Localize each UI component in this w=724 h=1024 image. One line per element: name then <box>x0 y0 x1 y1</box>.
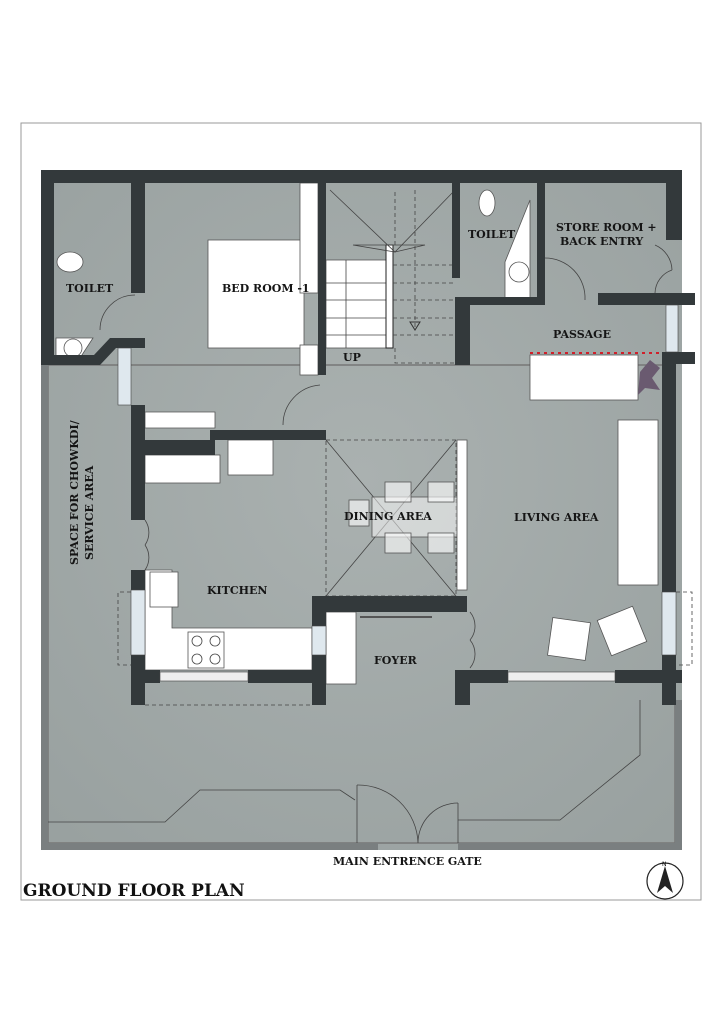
sink-icon <box>149 571 179 608</box>
stair-steps <box>325 259 389 349</box>
garden-edge-right <box>458 700 641 821</box>
stair-handrail <box>385 244 394 349</box>
dining-table <box>371 496 463 538</box>
label-passage: PASSAGE <box>553 328 611 341</box>
stair-upper-dashed <box>393 190 455 364</box>
label-toilet-left: TOILET <box>66 282 114 295</box>
label-bedroom: BED ROOM -1 <box>222 282 310 295</box>
label-foyer: FOYER <box>374 654 418 667</box>
projection-dashed <box>117 591 693 706</box>
bed <box>207 239 305 349</box>
wardrobe <box>299 182 319 294</box>
label-service-line2: SERVICE AREA <box>83 465 96 560</box>
label-store-line2: BACK ENTRY <box>560 235 643 248</box>
stair-arrow-icon <box>409 321 421 331</box>
armchairs <box>547 605 648 661</box>
wc-left-icon <box>56 251 84 273</box>
page-title: GROUND FLOOR PLAN <box>23 881 245 901</box>
windows <box>117 304 679 682</box>
stove-icon <box>187 631 225 669</box>
garden-edge-left <box>48 789 356 823</box>
stair-landing <box>352 244 426 253</box>
label-main-gate: MAIN ENTRENCE GATE <box>333 855 482 868</box>
north-label: N <box>662 861 667 868</box>
label-toilet-right: TOILET <box>468 228 516 241</box>
doors[interactable] <box>99 244 673 844</box>
basin-right-icon <box>508 261 530 283</box>
living-sofa <box>617 419 659 586</box>
label-service-line1: SPACE FOR CHOWKDI/ <box>68 419 81 565</box>
walls <box>41 170 695 705</box>
dining-sliding-panel <box>456 439 468 591</box>
label-store-line1: STORE ROOM + <box>556 221 657 234</box>
label-kitchen: KITCHEN <box>207 584 267 597</box>
dining-chairs <box>348 481 455 554</box>
foyer-shelf <box>325 611 357 685</box>
stair-treads <box>326 260 388 348</box>
drawing-frame <box>20 122 702 901</box>
boundary-walls <box>41 365 682 850</box>
basin-left-icon <box>63 338 83 358</box>
wc-right-icon <box>478 189 496 217</box>
console-sofa <box>529 354 639 401</box>
fridge <box>227 439 274 476</box>
label-living: LIVING AREA <box>514 511 599 524</box>
north-arrow-icon: N <box>646 861 684 900</box>
kitchen-shelf-top <box>144 411 216 429</box>
kitchen-counter-upper <box>144 454 221 484</box>
plant-icon <box>638 360 660 395</box>
label-dining: DINING AREA <box>344 510 432 523</box>
wardrobe-end <box>299 344 319 376</box>
label-stair-up: UP <box>343 351 361 364</box>
